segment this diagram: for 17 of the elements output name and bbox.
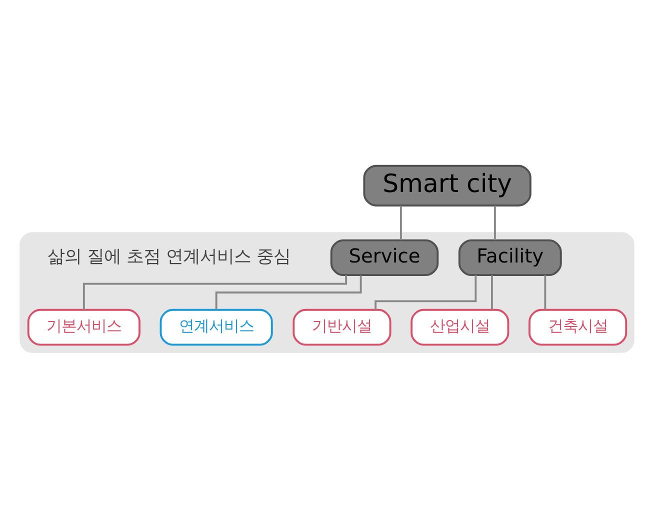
- node-box: Smart city: [363, 164, 532, 206]
- node-box: 연계서비스: [160, 308, 273, 346]
- cluster: [20, 232, 634, 352]
- node-box: Service: [330, 238, 439, 276]
- connector: [494, 205, 496, 240]
- node-box: Facility: [458, 238, 562, 276]
- connector: [215, 274, 362, 309]
- connector: [400, 205, 402, 240]
- node-box: 기본서비스: [27, 308, 140, 346]
- node-box: 건축시설: [528, 308, 628, 346]
- connector: [374, 274, 477, 310]
- connector: [490, 274, 493, 309]
- node-box: 산업시설: [410, 308, 510, 346]
- node-box: 기반시설: [292, 308, 392, 346]
- connector: [82, 274, 348, 310]
- connector: [544, 274, 546, 309]
- label: 삶의 질에 초점 연계서비스 중심: [47, 246, 291, 266]
